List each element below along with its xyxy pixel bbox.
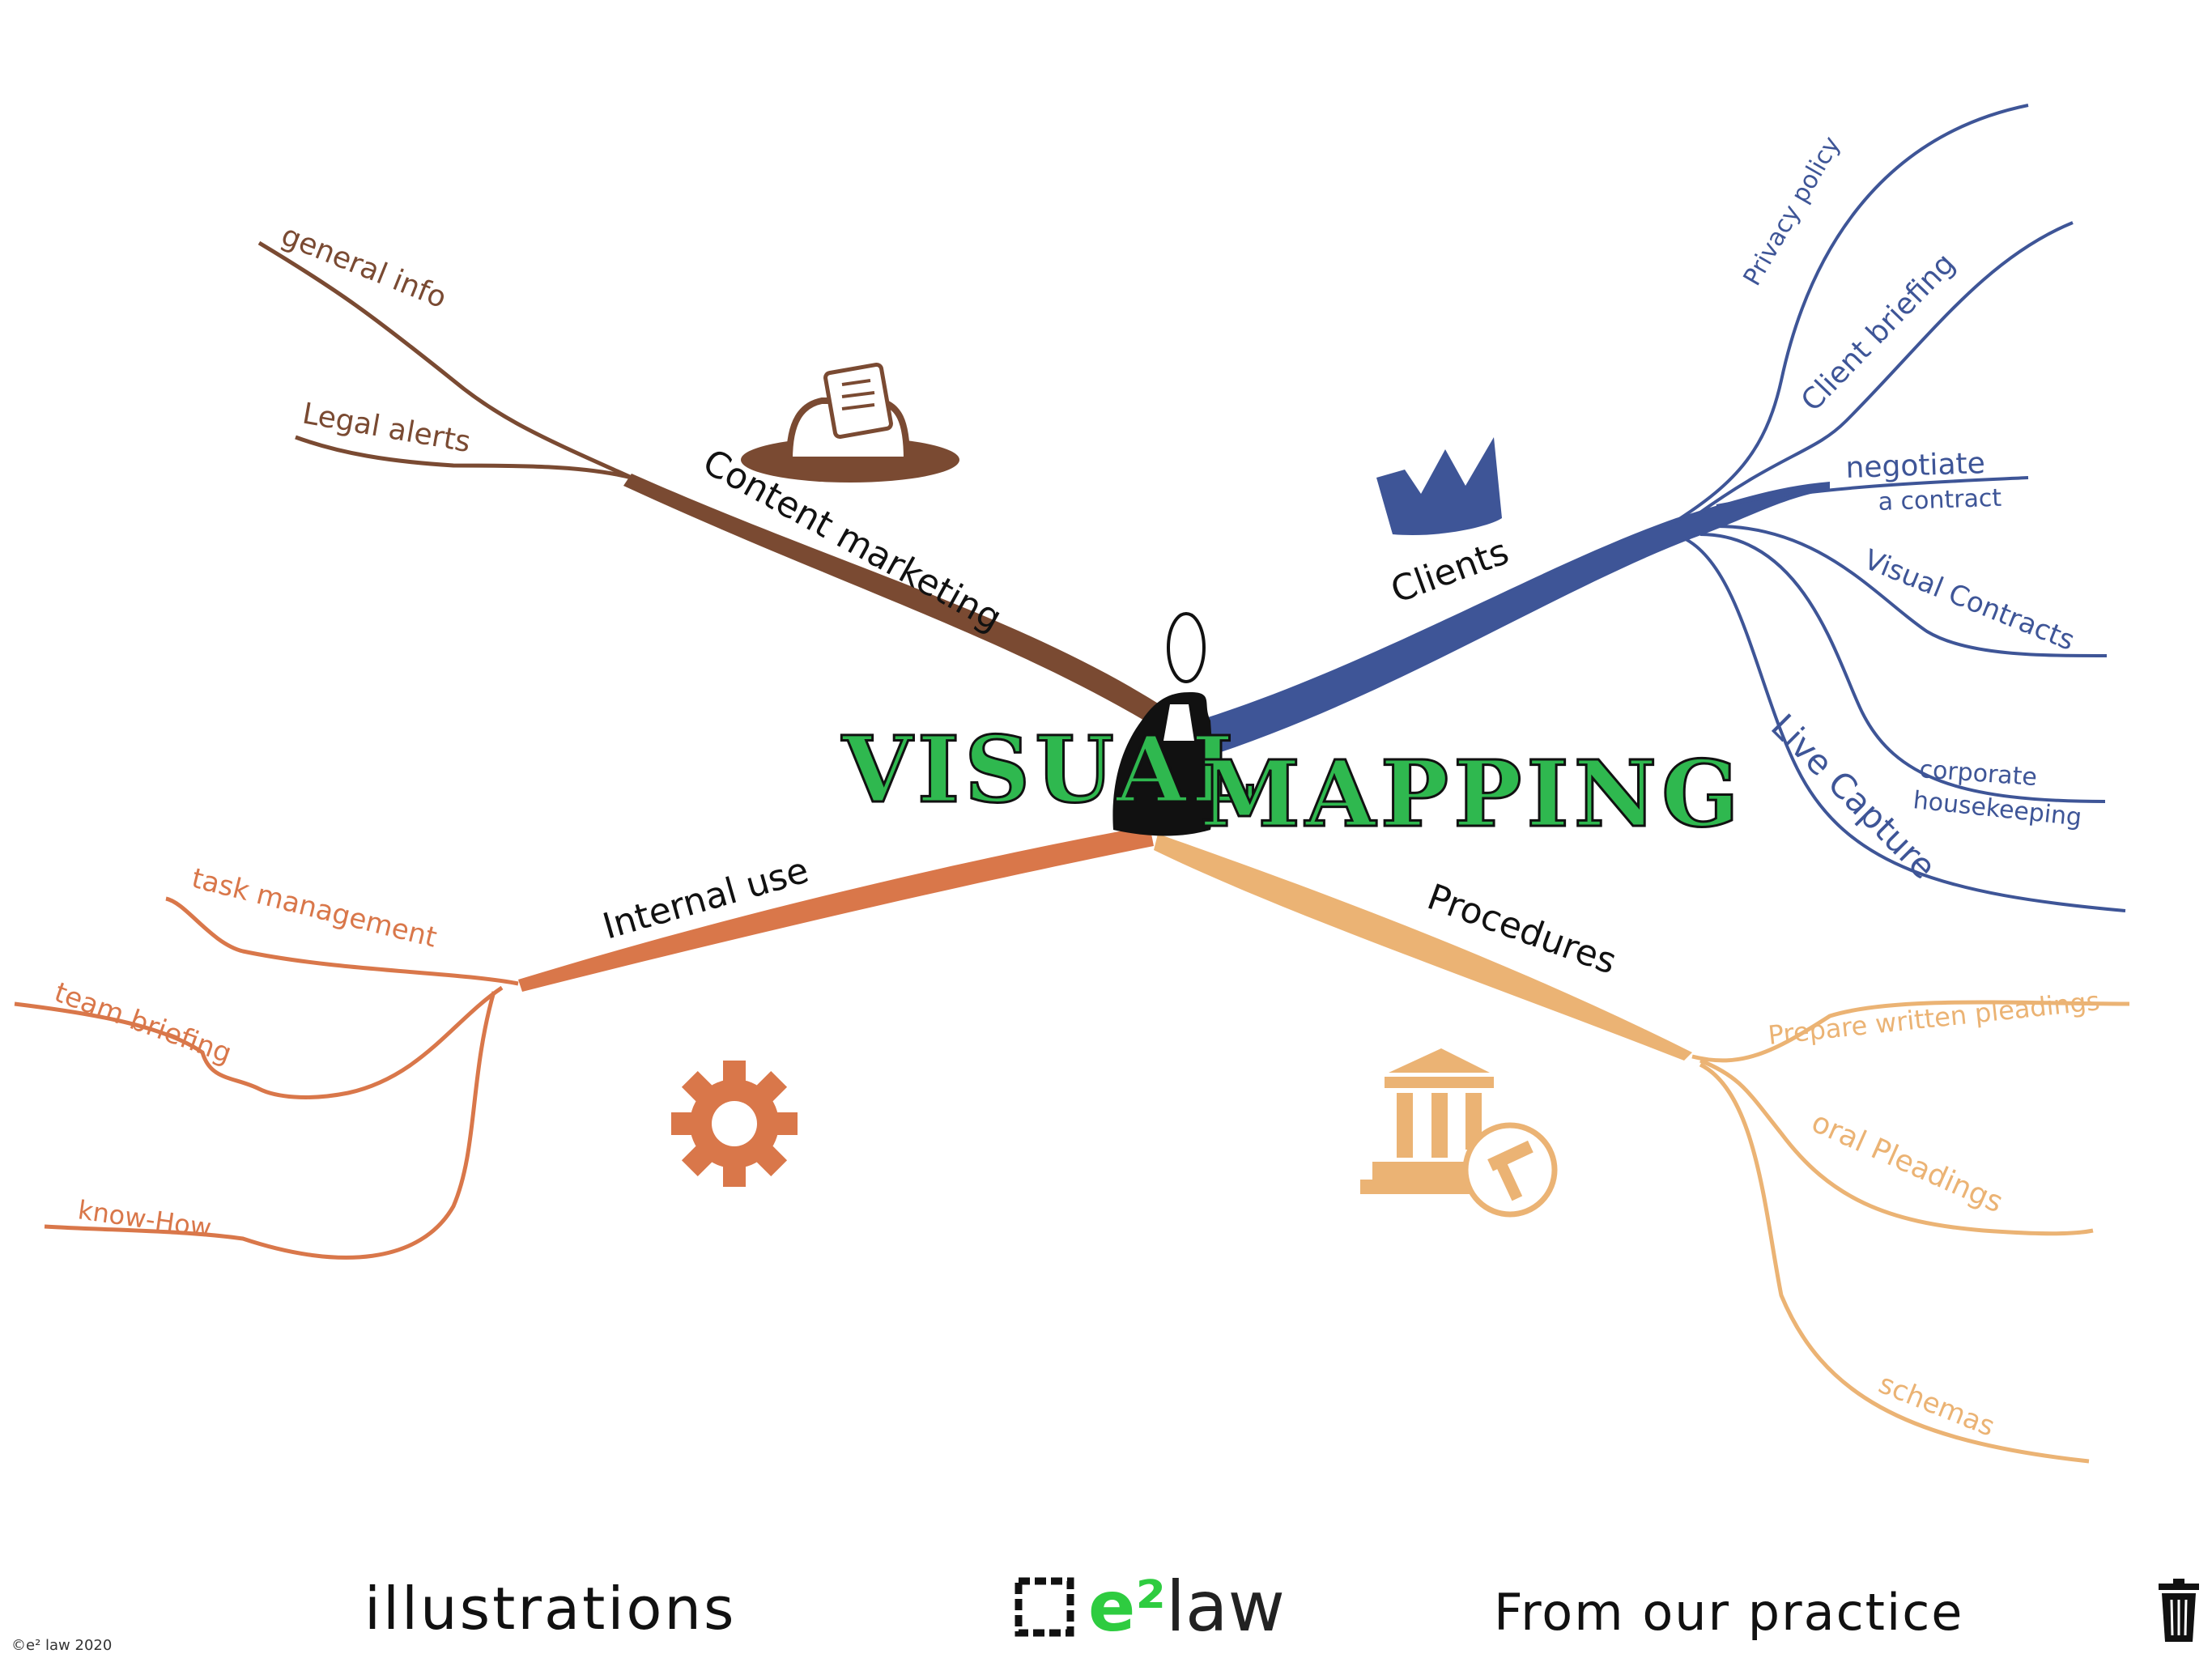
leaf-task-management: task management xyxy=(189,862,440,954)
footer-from-our-practice-text: From our practice xyxy=(1494,1583,1964,1642)
crown-icon xyxy=(1376,437,1502,535)
live-capture-line xyxy=(1683,537,2126,912)
courthouse-gavel-icon xyxy=(1360,1048,1558,1218)
leaf-written-pleadings: Prepare written pleadings xyxy=(1767,985,2101,1051)
leaf-team-briefing: team briefing xyxy=(50,976,236,1070)
written-pleadings-line xyxy=(1691,1000,2130,1063)
footer-illustrations-text: illustrations xyxy=(364,1575,737,1643)
legal-alerts-line xyxy=(295,435,632,480)
oral-pleadings-line xyxy=(1699,1058,2094,1236)
leaf-legal-alerts: Legal alerts xyxy=(300,397,473,459)
content-marketing-main-line xyxy=(257,240,633,480)
client-briefing-line xyxy=(1691,221,2074,520)
branch-content-marketing-stem xyxy=(623,474,1166,729)
schemas-line xyxy=(1699,1062,2090,1464)
leaf-negotiate: negotiate xyxy=(1845,447,1986,485)
branch-content-marketing: Content marketing general info Legal ale… xyxy=(257,219,1166,729)
leaf-a-contract: a contract xyxy=(1878,484,2002,517)
leaf-corporate: corporate xyxy=(1918,755,2038,792)
task-management-line xyxy=(165,896,519,986)
leaf-housekeeping: housekeeping xyxy=(1912,786,2083,832)
leaf-know-how: know-How xyxy=(76,1194,214,1244)
diagram-title: VISUAL MAPPING xyxy=(840,716,1744,849)
branch-internal-use-stem xyxy=(518,826,1154,992)
branch-procedures-stem xyxy=(1154,834,1692,1061)
negotiate-line xyxy=(1716,476,2029,508)
figure-head xyxy=(1167,612,1206,683)
team-briefing-line xyxy=(14,985,504,1099)
title-right: MAPPING xyxy=(1200,742,1744,848)
copyright-text: ©e² law 2020 xyxy=(11,1637,113,1654)
title-left: VISUAL xyxy=(841,717,1260,823)
privacy-policy-line xyxy=(1666,104,2029,528)
leaf-oral-pleadings: oral Pleadings xyxy=(1806,1106,2007,1220)
visual-contracts-line xyxy=(1716,525,2108,657)
leaf-general-info: general info xyxy=(277,219,451,315)
e2law-logo-icon xyxy=(1015,1577,1074,1637)
figure-collar xyxy=(1163,704,1194,741)
central-lawyer-figure xyxy=(1112,612,1214,836)
branch-procedures: Procedures Prepare written pleadings ora… xyxy=(1154,834,2130,1464)
leaf-privacy-policy: Privacy policy xyxy=(1738,132,1847,291)
gear-icon xyxy=(671,1061,798,1187)
e2law-wordmark-e2: e² xyxy=(1088,1567,1166,1647)
e2law-wordmark: e²law xyxy=(1088,1567,1285,1647)
typewriter-hat-icon xyxy=(741,362,959,483)
e2law-brand: e²law xyxy=(1012,1567,1285,1647)
branch-clients-stem xyxy=(1198,482,1830,757)
leaf-client-briefing: Client briefing xyxy=(1795,247,1962,418)
trash-icon[interactable] xyxy=(2155,1579,2202,1643)
corporate-line xyxy=(1699,533,2106,803)
leaf-visual-contracts: Visual Contracts xyxy=(1860,543,2079,657)
know-how-line xyxy=(44,991,496,1260)
e2law-wordmark-law: law xyxy=(1166,1567,1285,1647)
branch-internal-use: Internal use task management team briefi… xyxy=(14,826,1154,1260)
